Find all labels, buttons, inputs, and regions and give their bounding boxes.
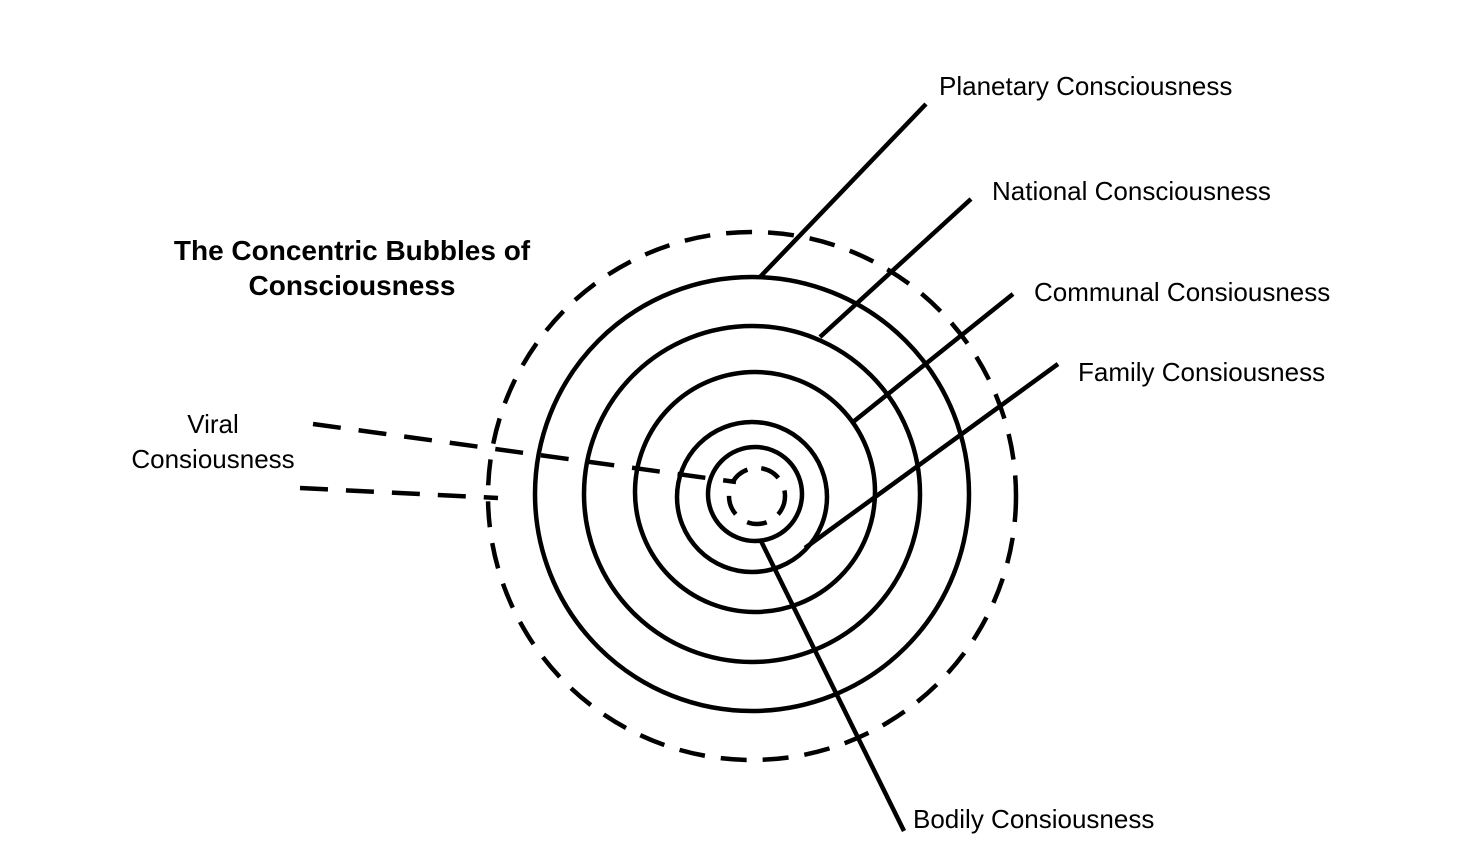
communal-leader-line xyxy=(851,292,1015,424)
family-label: Family Consiousness xyxy=(1078,357,1325,387)
national-ring xyxy=(581,323,923,665)
planetary-label: Planetary Consciousness xyxy=(939,71,1232,101)
national-leader-line xyxy=(818,197,973,339)
national-label: National Consciousness xyxy=(992,176,1271,206)
diagram-title-line-1: The Concentric Bubbles of xyxy=(174,235,531,266)
viral-label-line-1: Viral xyxy=(187,409,239,439)
planetary-leader-line xyxy=(758,102,928,279)
communal-label: Communal Consiousness xyxy=(1034,277,1330,307)
diagram-title-line-2: Consciousness xyxy=(249,270,456,301)
bodily-label: Bodily Consiousness xyxy=(913,804,1154,834)
family-ring xyxy=(674,419,830,575)
family-leader-line xyxy=(803,362,1060,550)
outer-dashed-ring xyxy=(485,229,1019,763)
bodily-leader-line xyxy=(758,540,907,832)
communal-ring xyxy=(632,369,878,615)
viral-leader-line-upper xyxy=(312,421,737,485)
bodily-ring xyxy=(705,444,805,544)
planetary-ring xyxy=(532,274,972,714)
viral-leader-line-lower xyxy=(299,485,499,501)
viral-label-line-2: Consiousness xyxy=(131,444,294,474)
viral-inner-dashed-ring xyxy=(726,465,788,527)
